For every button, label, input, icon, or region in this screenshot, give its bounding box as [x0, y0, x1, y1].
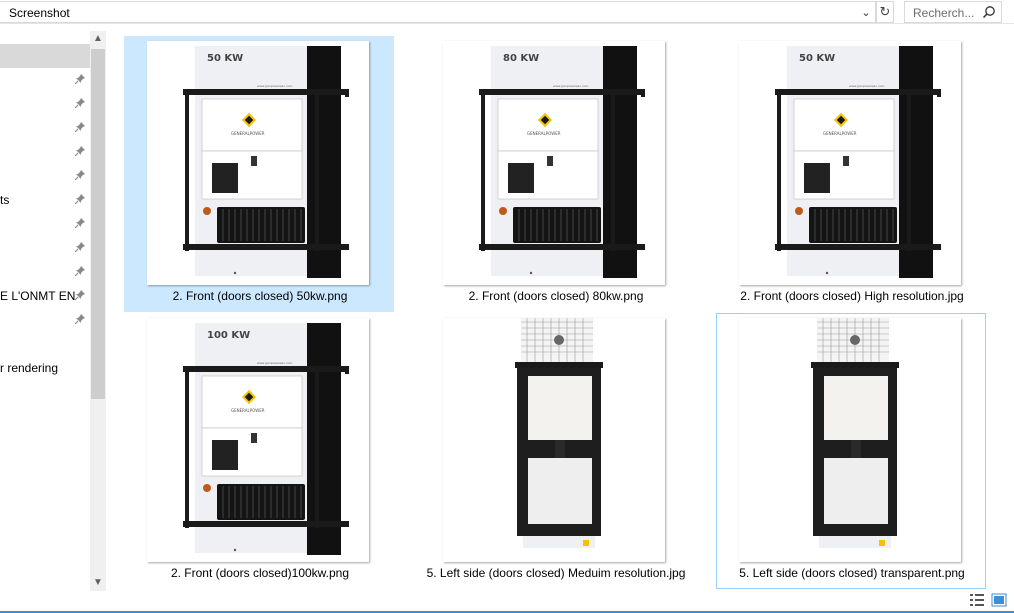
scroll-thumb[interactable] — [91, 49, 105, 399]
file-name[interactable]: 2. Front (doors closed) High resolution.… — [740, 289, 964, 303]
navigation-pane: ts E L'ONMT EN r rendering ▲ ▼ — [0, 31, 107, 591]
pin-icon[interactable] — [74, 145, 86, 157]
nav-item[interactable] — [0, 311, 90, 331]
svg-text:www.genpowersac.com: www.genpowersac.com — [553, 84, 588, 88]
pin-icon[interactable] — [74, 73, 86, 85]
file-name[interactable]: 2. Front (doors closed)100kw.png — [170, 566, 350, 580]
svg-text:50 KW: 50 KW — [207, 53, 243, 64]
file-tile[interactable]: 100 KW www.genpowersac.com GENERALPOWER … — [124, 313, 394, 589]
file-thumbnail[interactable]: 50 KW www.genpowersac.com GENERALPOWER — [147, 41, 369, 285]
pin-icon[interactable] — [74, 289, 86, 301]
status-bar — [0, 591, 1014, 613]
nav-item-label: ts — [0, 193, 10, 207]
file-view: 50 KW www.genpowersac.com GENERALPOWER 2… — [108, 24, 1014, 591]
large-icons-view-icon[interactable] — [991, 593, 1007, 607]
pin-icon[interactable] — [74, 169, 86, 181]
nav-item[interactable]: r rendering — [0, 359, 90, 379]
nav-item[interactable] — [0, 263, 90, 283]
svg-text:80 KW: 80 KW — [503, 53, 539, 64]
scroll-up-arrow-icon[interactable]: ▲ — [93, 33, 103, 44]
svg-text:www.genpowersac.com: www.genpowersac.com — [257, 361, 292, 365]
pin-icon[interactable] — [74, 265, 86, 277]
file-name[interactable]: 2. Front (doors closed) 50kw.png — [172, 289, 348, 303]
pin-icon[interactable] — [74, 313, 86, 325]
file-thumbnail[interactable] — [739, 318, 961, 562]
file-tile[interactable]: 50 KW www.genpowersac.com GENERALPOWER 2… — [716, 36, 986, 312]
nav-item[interactable] — [0, 167, 90, 187]
address-path[interactable]: Screenshot — [9, 6, 70, 20]
file-thumbnail[interactable]: 100 KW www.genpowersac.com GENERALPOWER — [147, 318, 369, 562]
svg-text:GENERALPOWER: GENERALPOWER — [823, 131, 857, 136]
svg-text:GENERALPOWER: GENERALPOWER — [231, 408, 265, 413]
file-name[interactable]: 2. Front (doors closed) 80kw.png — [468, 289, 644, 303]
file-tile[interactable]: 5. Left side (doors closed) Meduim resol… — [420, 313, 690, 589]
search-box[interactable]: Recherch... — [904, 1, 1002, 23]
file-thumbnail[interactable]: 80 KW www.genpowersac.com GENERALPOWER — [443, 41, 665, 285]
nav-item-label: E L'ONMT EN — [0, 289, 76, 303]
nav-item[interactable]: ts — [0, 191, 90, 211]
svg-text:GENERALPOWER: GENERALPOWER — [231, 131, 265, 136]
file-tile[interactable]: 50 KW www.genpowersac.com GENERALPOWER 2… — [124, 36, 394, 312]
refresh-icon[interactable]: ↻ — [876, 1, 894, 23]
file-thumbnail[interactable] — [443, 318, 665, 562]
pin-icon[interactable] — [74, 193, 86, 205]
nav-scrollbar[interactable]: ▲ ▼ — [90, 31, 106, 591]
svg-text:100 KW: 100 KW — [207, 330, 250, 341]
file-name[interactable]: 5. Left side (doors closed) Meduim resol… — [426, 566, 686, 580]
pin-icon[interactable] — [74, 217, 86, 229]
chevron-down-icon[interactable]: ⌄ — [861, 7, 871, 19]
pin-icon[interactable] — [74, 97, 86, 109]
pin-icon[interactable] — [74, 241, 86, 253]
file-name[interactable]: 5. Left side (doors closed) transparent.… — [739, 566, 965, 580]
nav-item[interactable] — [0, 335, 90, 355]
nav-item[interactable] — [0, 143, 90, 163]
address-bar: Screenshot ⌄ ↻ Recherch... — [0, 0, 1014, 24]
pin-icon[interactable] — [74, 121, 86, 133]
file-tile[interactable]: 5. Left side (doors closed) transparent.… — [716, 313, 986, 589]
nav-item-label: r rendering — [0, 361, 59, 375]
search-icon[interactable] — [982, 5, 996, 19]
nav-item[interactable]: E L'ONMT EN — [0, 287, 90, 307]
file-tile[interactable]: 80 KW www.genpowersac.com GENERALPOWER 2… — [420, 36, 690, 312]
nav-item[interactable] — [0, 215, 90, 235]
nav-selected-item[interactable] — [0, 44, 90, 68]
nav-item[interactable] — [0, 239, 90, 259]
scroll-down-arrow-icon[interactable]: ▼ — [93, 577, 103, 588]
svg-text:www.genpowersac.com: www.genpowersac.com — [849, 84, 884, 88]
file-thumbnail[interactable]: 50 KW www.genpowersac.com GENERALPOWER — [739, 41, 961, 285]
svg-text:www.genpowersac.com: www.genpowersac.com — [257, 84, 292, 88]
search-input[interactable]: Recherch... — [913, 6, 975, 20]
nav-item[interactable] — [0, 119, 90, 139]
svg-text:50 KW: 50 KW — [799, 53, 835, 64]
nav-item[interactable] — [0, 71, 90, 91]
svg-text:GENERALPOWER: GENERALPOWER — [527, 131, 561, 136]
details-view-icon[interactable] — [969, 593, 985, 607]
nav-item[interactable] — [0, 95, 90, 115]
address-field[interactable]: Screenshot ⌄ — [0, 1, 876, 23]
